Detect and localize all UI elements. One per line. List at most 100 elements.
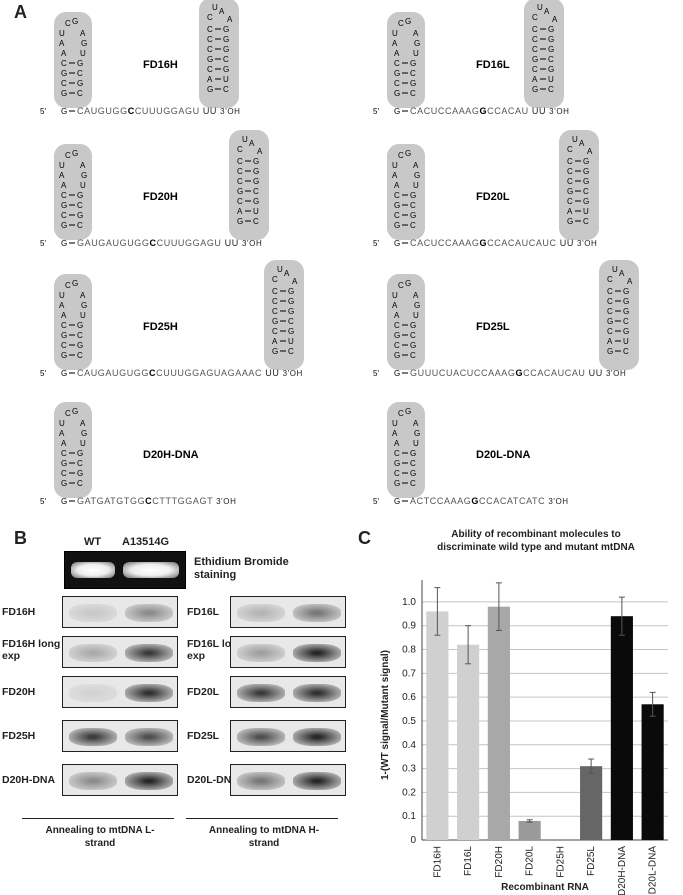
five-prime-label: 5' — [373, 369, 379, 378]
sequence: GUUUCUACUCCAAAGGCCACAUCAU UU 3'OH — [410, 368, 626, 378]
nucleotide: G — [77, 59, 83, 68]
band-mutant — [125, 728, 173, 746]
nucleotide: A — [392, 429, 398, 438]
bar-fd16h — [426, 611, 449, 840]
blot-image — [230, 676, 346, 708]
band-wt — [237, 728, 285, 746]
blot-label: FD25L — [187, 730, 220, 742]
nucleotide: G — [548, 65, 554, 74]
nucleotide: C — [410, 69, 416, 78]
hairpin1-shade — [54, 12, 92, 108]
nucleotide: G — [394, 107, 400, 116]
nucleotide: G — [272, 347, 278, 356]
nucleotide: U — [80, 439, 86, 448]
nucleotide: G — [253, 197, 259, 206]
nucleotide: C — [398, 151, 404, 160]
nucleotide: G — [405, 279, 411, 288]
nucleotide: G — [77, 79, 83, 88]
nucleotide: G — [405, 17, 411, 26]
nucleotide: C — [237, 157, 243, 166]
nucleotide: G — [583, 197, 589, 206]
nucleotide: C — [61, 59, 67, 68]
nucleotide: G — [81, 39, 87, 48]
nucleotide: G — [72, 279, 78, 288]
footer-right-label: Annealing to mtDNA H-strand — [208, 825, 320, 849]
nucleotide: U — [537, 3, 543, 12]
nucleotide: C — [410, 459, 416, 468]
bar-d20l-dna — [641, 704, 664, 840]
construct-name: FD20L — [476, 191, 510, 203]
nucleotide: C — [567, 177, 573, 186]
nucleotide: C — [61, 79, 67, 88]
nucleotide: G — [288, 297, 294, 306]
nucleotide: A — [532, 75, 538, 84]
hairpin1-shade — [54, 274, 92, 370]
nucleotide: C — [237, 167, 243, 176]
nucleotide: U — [392, 161, 398, 170]
y-tick-label: 1.0 — [402, 597, 416, 608]
band-wt — [237, 604, 285, 622]
nucleotide: C — [394, 79, 400, 88]
nucleotide: G — [394, 221, 400, 230]
nucleotide: A — [59, 301, 65, 310]
nucleotide: G — [81, 301, 87, 310]
nucleotide: A — [392, 171, 398, 180]
nucleotide: C — [61, 449, 67, 458]
nucleotide: G — [207, 85, 213, 94]
y-tick-label: 0.7 — [402, 668, 416, 679]
nucleotide: C — [223, 85, 229, 94]
five-prime-label: 5' — [373, 497, 379, 506]
nucleotide: C — [394, 469, 400, 478]
nucleotide: C — [77, 201, 83, 210]
gel-band-wt — [71, 562, 115, 578]
nucleotide: C — [65, 281, 71, 290]
nucleotide: C — [394, 321, 400, 330]
x-tick-label: FD25L — [586, 846, 597, 876]
nucleotide: C — [272, 307, 278, 316]
nucleotide: C — [394, 211, 400, 220]
nucleotide: A — [544, 7, 550, 16]
panel-letter-c: C — [358, 528, 371, 548]
nucleotide: G — [61, 331, 67, 340]
band-mutant — [293, 644, 341, 662]
nucleotide: G — [414, 39, 420, 48]
y-axis-label: 1-(WT signal/Mutant signal) — [380, 650, 391, 780]
blot-label: D20H-DNA — [2, 774, 56, 786]
blot-image — [62, 720, 178, 752]
band-mutant — [293, 772, 341, 790]
band-wt — [69, 728, 117, 746]
nucleotide: A — [627, 277, 633, 286]
nucleotide: A — [272, 337, 278, 346]
nucleotide: A — [80, 29, 86, 38]
nucleotide: U — [80, 49, 86, 58]
nucleotide: C — [253, 217, 259, 226]
band-mutant — [125, 772, 173, 790]
nucleotide: U — [392, 291, 398, 300]
x-tick-label: FD20L — [525, 846, 536, 876]
nucleotide: A — [394, 49, 400, 58]
nucleotide: G — [623, 297, 629, 306]
nucleotide: C — [237, 197, 243, 206]
gel-band-mut — [123, 562, 179, 578]
five-prime-label: 5' — [40, 107, 46, 116]
nucleotide: G — [394, 369, 400, 378]
y-tick-label: 0.5 — [402, 716, 416, 727]
blot-label: FD16H long exp — [2, 638, 61, 662]
nucleotide: C — [394, 449, 400, 458]
nucleotide: C — [394, 59, 400, 68]
footer-right-line — [186, 818, 338, 819]
nucleotide: G — [61, 239, 67, 248]
nucleotide: G — [583, 177, 589, 186]
nucleotide: C — [548, 55, 554, 64]
blot-image — [230, 636, 346, 668]
nucleotide: C — [532, 65, 538, 74]
five-prime-label: 5' — [40, 497, 46, 506]
nucleotide: C — [394, 341, 400, 350]
nucleotide: A — [394, 439, 400, 448]
nucleotide: G — [623, 327, 629, 336]
nucleotide: G — [207, 55, 213, 64]
nucleotide: G — [253, 177, 259, 186]
